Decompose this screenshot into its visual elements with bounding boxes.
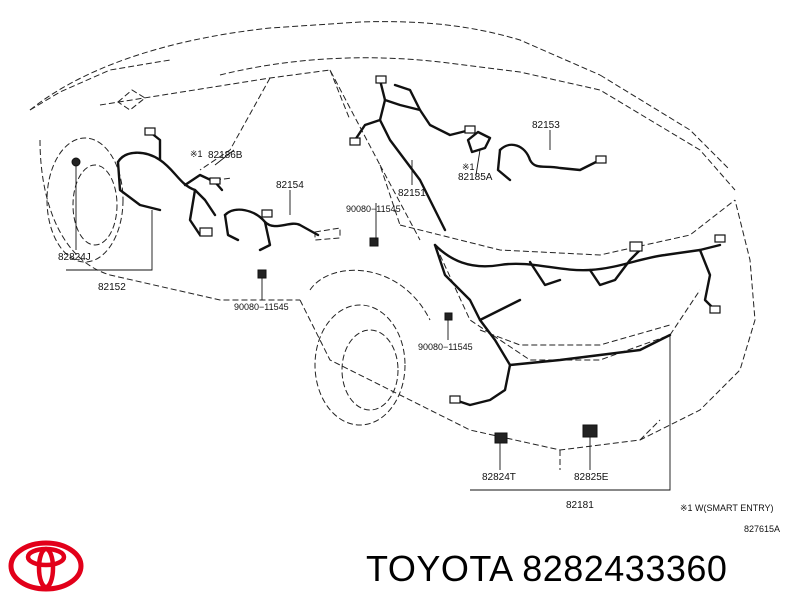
harness-82181 — [433, 234, 726, 407]
brand-part-number: TOYOTA 8282433360 — [366, 548, 728, 589]
label-82185A: 82185A — [458, 172, 493, 183]
car-body-outline — [29, 21, 756, 470]
harness-82151 — [349, 75, 476, 232]
harness-82185A — [466, 130, 492, 154]
part-labels: ※1 82186B 82153 82154 82151 ※1 82185A 90… — [58, 120, 780, 534]
label-82824T: 82824T — [482, 472, 516, 483]
figure-code: 827615A — [744, 524, 780, 534]
label-82824J: 82824J — [58, 252, 91, 263]
harness-82152 — [116, 127, 224, 237]
label-82154: 82154 — [276, 180, 304, 191]
smart-entry-mark: ※1 — [190, 149, 203, 159]
harness-82153 — [496, 143, 607, 182]
harness-82154 — [223, 208, 320, 252]
label-82151: 82151 — [398, 188, 426, 199]
label-82152: 82152 — [98, 282, 126, 293]
label-82153: 82153 — [532, 120, 560, 131]
toyota-logo-icon — [8, 540, 84, 592]
wiring-diagram: ※1 82186B 82153 82154 82151 ※1 82185A 90… — [29, 21, 780, 534]
label-82186B: 82186B — [208, 150, 243, 161]
smart-entry-mark: ※1 — [462, 162, 475, 172]
label-82181: 82181 — [566, 500, 594, 511]
label-bolt-90080-11545: 90080−11545 — [418, 342, 473, 352]
label-bolt-90080-11545: 90080−11545 — [234, 302, 289, 312]
label-82825E: 82825E — [574, 472, 609, 483]
label-bolt-90080-11545: 90080−11545 — [346, 204, 401, 214]
clip-parts — [71, 157, 598, 444]
footnote-smart-entry: ※1 W(SMART ENTRY) — [680, 503, 774, 513]
leader-lines — [66, 130, 671, 491]
